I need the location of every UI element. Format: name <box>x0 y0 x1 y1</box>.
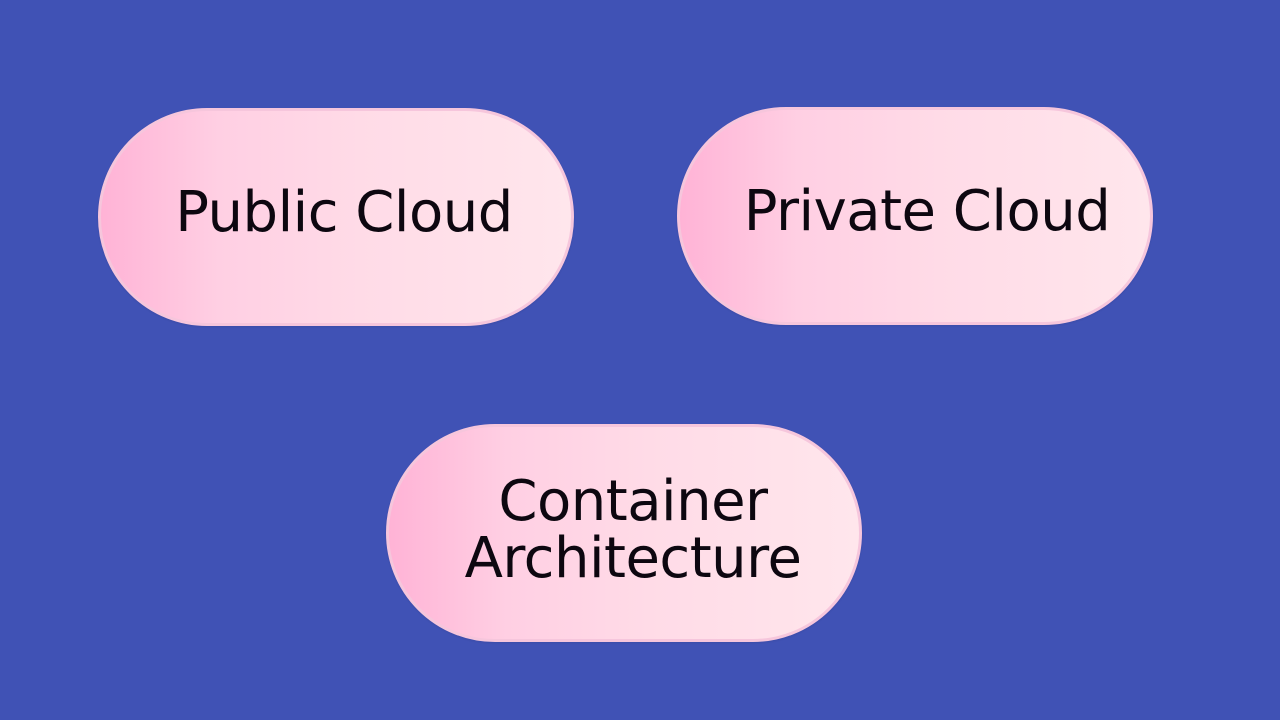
private-cloud-node: Private Cloud <box>677 107 1153 325</box>
container-architecture-label: Container Architecture <box>464 468 802 591</box>
container-architecture-node: Container Architecture <box>386 424 862 642</box>
public-cloud-node: Public Cloud <box>98 108 574 326</box>
public-cloud-label: Public Cloud <box>175 180 513 246</box>
private-cloud-label: Private Cloud <box>743 179 1111 245</box>
